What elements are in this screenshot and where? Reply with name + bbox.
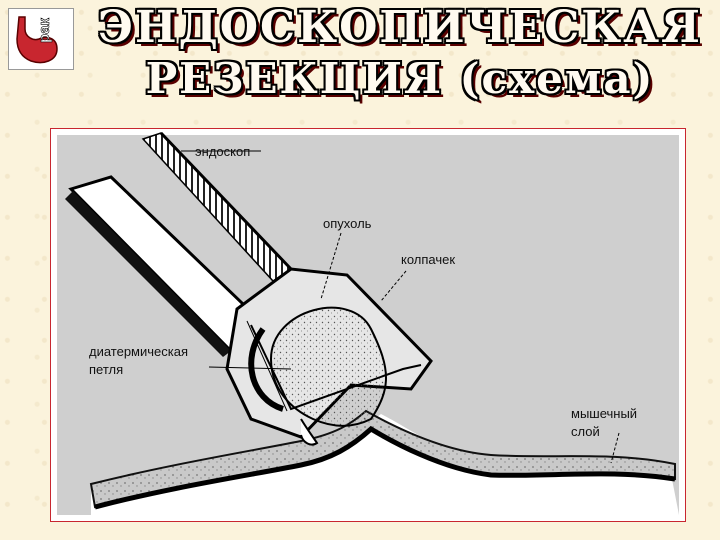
- label-muscle-line1: мышечный: [571, 405, 637, 422]
- resection-schematic: [51, 129, 685, 521]
- logo-text: рак: [36, 17, 53, 43]
- label-loop-line2: петля: [89, 361, 123, 378]
- stomach-icon: рак: [9, 9, 73, 69]
- page-title-line2: РЕЗЕКЦИЯ (схема): [80, 54, 720, 103]
- label-loop-line1: диатермическая: [89, 343, 188, 360]
- label-cap: колпачек: [401, 251, 455, 268]
- rak-logo: рак: [8, 8, 74, 70]
- label-muscle-line2: слой: [571, 423, 600, 440]
- label-tumor: опухоль: [323, 215, 371, 232]
- label-endoscope: эндоскоп: [195, 143, 250, 160]
- resection-diagram: эндоскоп опухоль колпачек диатермическая…: [50, 128, 686, 522]
- page-title-line1: ЭНДОСКОПИЧЕСКАЯ: [80, 2, 720, 53]
